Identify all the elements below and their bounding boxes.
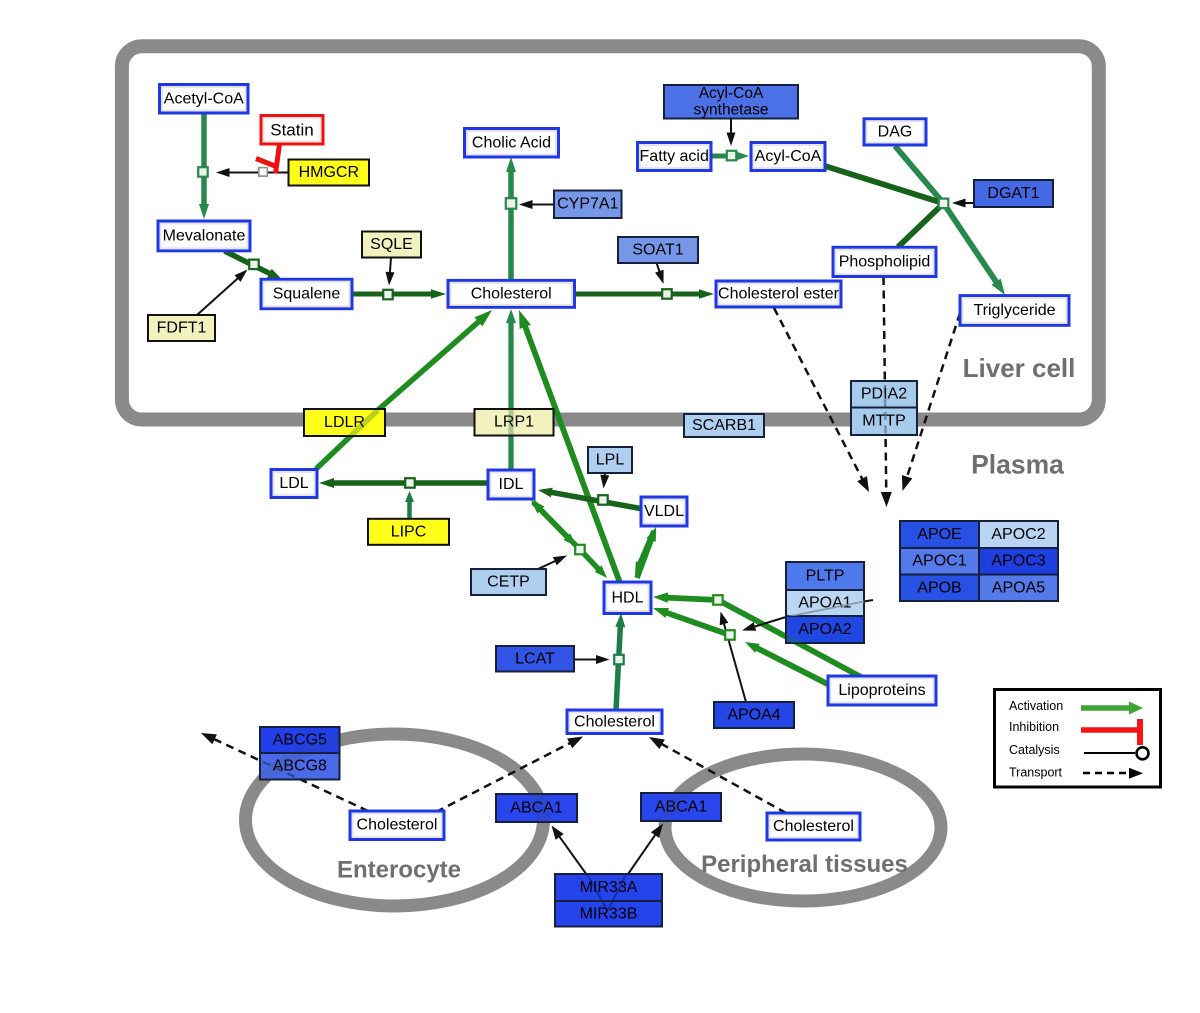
svg-text:synthetase: synthetase <box>694 102 769 119</box>
svg-text:Peripheral tissues: Peripheral tissues <box>701 851 908 878</box>
svg-text:APOA2: APOA2 <box>798 621 851 638</box>
svg-text:Inhibition: Inhibition <box>1009 720 1059 734</box>
svg-text:Acetyl-CoA: Acetyl-CoA <box>164 90 244 107</box>
svg-text:VLDL: VLDL <box>644 503 684 520</box>
svg-text:SOAT1: SOAT1 <box>632 242 683 259</box>
svg-text:Acyl-CoA: Acyl-CoA <box>699 85 764 102</box>
svg-text:LPL: LPL <box>596 452 625 469</box>
svg-text:Lipoproteins: Lipoproteins <box>838 682 925 699</box>
svg-text:Statin: Statin <box>270 120 313 139</box>
svg-text:Cholesterol: Cholesterol <box>471 285 552 302</box>
svg-text:LRP1: LRP1 <box>494 414 534 431</box>
svg-text:APOC1: APOC1 <box>912 553 966 570</box>
svg-text:HMGCR: HMGCR <box>299 164 359 181</box>
svg-text:Fatty acid: Fatty acid <box>640 148 709 165</box>
svg-text:MTTP: MTTP <box>862 413 906 430</box>
svg-text:ABCA1: ABCA1 <box>655 799 708 816</box>
svg-text:Plasma: Plasma <box>971 450 1064 480</box>
svg-text:HDL: HDL <box>611 589 643 606</box>
svg-text:SQLE: SQLE <box>370 236 413 253</box>
svg-text:Cholesterol ester: Cholesterol ester <box>718 286 840 303</box>
svg-text:Phospholipid: Phospholipid <box>839 253 931 270</box>
svg-text:CETP: CETP <box>487 574 530 591</box>
svg-text:ABCA1: ABCA1 <box>510 800 563 817</box>
svg-text:Enterocyte: Enterocyte <box>337 857 461 884</box>
svg-text:ABCG5: ABCG5 <box>273 732 327 749</box>
svg-text:Cholic Acid: Cholic Acid <box>472 134 551 151</box>
svg-text:LIPC: LIPC <box>391 523 427 540</box>
svg-text:IDL: IDL <box>499 476 524 493</box>
svg-text:Mevalonate: Mevalonate <box>163 227 246 244</box>
svg-text:PLTP: PLTP <box>806 568 845 585</box>
svg-text:Catalysis: Catalysis <box>1009 743 1060 757</box>
svg-text:Cholesterol: Cholesterol <box>773 818 854 835</box>
svg-text:PDIA2: PDIA2 <box>861 386 907 403</box>
svg-text:LDLR: LDLR <box>324 414 365 431</box>
svg-text:ABCG8: ABCG8 <box>273 758 327 775</box>
svg-text:FDFT1: FDFT1 <box>157 320 207 337</box>
svg-text:DGAT1: DGAT1 <box>987 185 1039 202</box>
svg-text:Cholesterol: Cholesterol <box>357 817 438 834</box>
svg-text:LCAT: LCAT <box>515 650 555 667</box>
svg-text:APOC2: APOC2 <box>991 526 1045 543</box>
svg-text:APOA5: APOA5 <box>992 579 1045 596</box>
svg-text:MIR33A: MIR33A <box>580 879 638 896</box>
svg-text:APOB: APOB <box>917 579 961 596</box>
svg-text:CYP7A1: CYP7A1 <box>557 196 618 213</box>
svg-text:Transport: Transport <box>1009 766 1063 780</box>
svg-text:MIR33B: MIR33B <box>580 905 638 922</box>
svg-text:APOE: APOE <box>917 526 961 543</box>
svg-text:APOA4: APOA4 <box>727 707 780 724</box>
svg-text:SCARB1: SCARB1 <box>692 417 756 434</box>
svg-text:Activation: Activation <box>1009 699 1063 713</box>
svg-text:Acyl-CoA: Acyl-CoA <box>755 148 822 165</box>
svg-text:Liver cell: Liver cell <box>963 353 1076 383</box>
svg-text:DAG: DAG <box>878 123 913 140</box>
svg-text:Cholesterol: Cholesterol <box>574 713 655 730</box>
svg-text:Triglyceride: Triglyceride <box>973 302 1055 319</box>
svg-text:LDL: LDL <box>279 475 308 492</box>
svg-text:APOC3: APOC3 <box>991 553 1045 570</box>
svg-text:Squalene: Squalene <box>273 286 341 303</box>
